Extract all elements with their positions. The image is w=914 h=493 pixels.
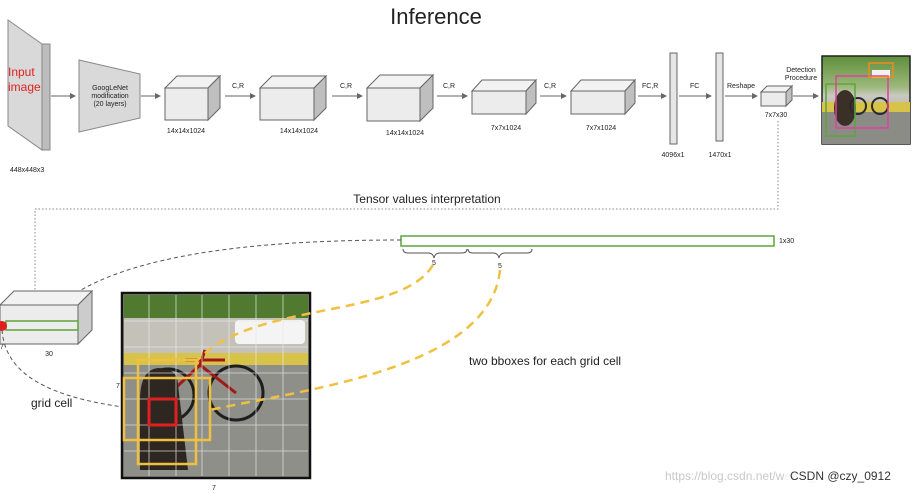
interpretation-connector — [34, 121, 779, 295]
brace-1 — [402, 248, 468, 259]
googlenet-line2: modification — [91, 93, 128, 100]
googlenet-line1: GoogLeNet — [92, 85, 128, 92]
op-label-4: C,R — [544, 83, 556, 90]
conv-block-1 — [163, 74, 222, 122]
detection-line1: Detection — [786, 67, 816, 74]
detection-line2: Procedure — [785, 75, 817, 82]
credit: CSDN @czy_0912 — [790, 469, 891, 483]
brace-2-label: 5 — [498, 263, 502, 270]
interpretation-title: Tensor values interpretation — [353, 192, 500, 206]
brace-1-label: 5 — [432, 260, 436, 267]
gridcell-curve — [1, 329, 151, 411]
fc-layer-4096 — [669, 52, 678, 145]
conv-block-2 — [258, 74, 328, 122]
input-size-label: 448x448x3 — [10, 167, 44, 174]
op-label-6: FC — [690, 83, 699, 90]
cube-left-label: 7 — [0, 344, 4, 351]
conv-block-5 — [569, 78, 637, 116]
op-label-7: Reshape — [727, 83, 755, 90]
grid-cell-label: grid cell — [31, 396, 72, 410]
grid-lines — [124, 295, 308, 476]
op-label-5: FC,R — [642, 83, 658, 90]
brace2-to-bbox-curve — [209, 269, 502, 412]
bboxes-caption: two bboxes for each grid cell — [469, 354, 621, 368]
conv-block-3-size: 14x14x1024 — [386, 130, 424, 137]
grid-side-label: 7 — [116, 383, 120, 390]
googlenet-block — [78, 59, 141, 133]
conv-block-4 — [470, 78, 538, 116]
op-label-3: C,R — [443, 83, 455, 90]
tensor-cube — [0, 289, 94, 346]
conv-block-4-size: 7x7x1024 — [491, 125, 521, 132]
op-label-1: C,R — [232, 83, 244, 90]
credit-background — [784, 466, 910, 484]
input-label-line2: image — [8, 80, 41, 94]
input-image-slab: Input image — [7, 19, 51, 151]
conv-block-2-size: 14x14x1024 — [280, 128, 318, 135]
grid-bottom-label: 7 — [212, 485, 216, 492]
detection-result-image — [821, 55, 911, 145]
conv-block-5-size: 7x7x1024 — [586, 125, 616, 132]
vector-size: 1x30 — [779, 238, 794, 245]
vector-1x30 — [400, 235, 775, 247]
output-tensor — [759, 84, 794, 108]
brace1-to-bbox-curve — [195, 264, 435, 363]
googlenet-line3: (20 layers) — [93, 101, 126, 108]
grid-photo — [120, 291, 312, 480]
cube-bottom-label: 30 — [45, 351, 53, 358]
output-tensor-size: 7x7x30 — [765, 112, 788, 119]
input-label-line1: Input — [8, 65, 35, 79]
fc-layer-1470-size: 1470x1 — [709, 152, 732, 159]
grid-cell-highlight — [147, 397, 178, 427]
bbox-2 — [122, 376, 212, 442]
conv-block-3 — [365, 73, 435, 123]
conv-block-1-size: 14x14x1024 — [167, 128, 205, 135]
bbox-1 — [136, 358, 198, 466]
fc-layer-4096-size: 4096x1 — [662, 152, 685, 159]
op-label-2: C,R — [340, 83, 352, 90]
fc-layer-1470 — [715, 52, 724, 142]
brace-2 — [467, 248, 533, 259]
watermark: https://blog.csdn.net/weixin_ — [665, 469, 816, 483]
diagram-title: Inference — [390, 4, 482, 29]
